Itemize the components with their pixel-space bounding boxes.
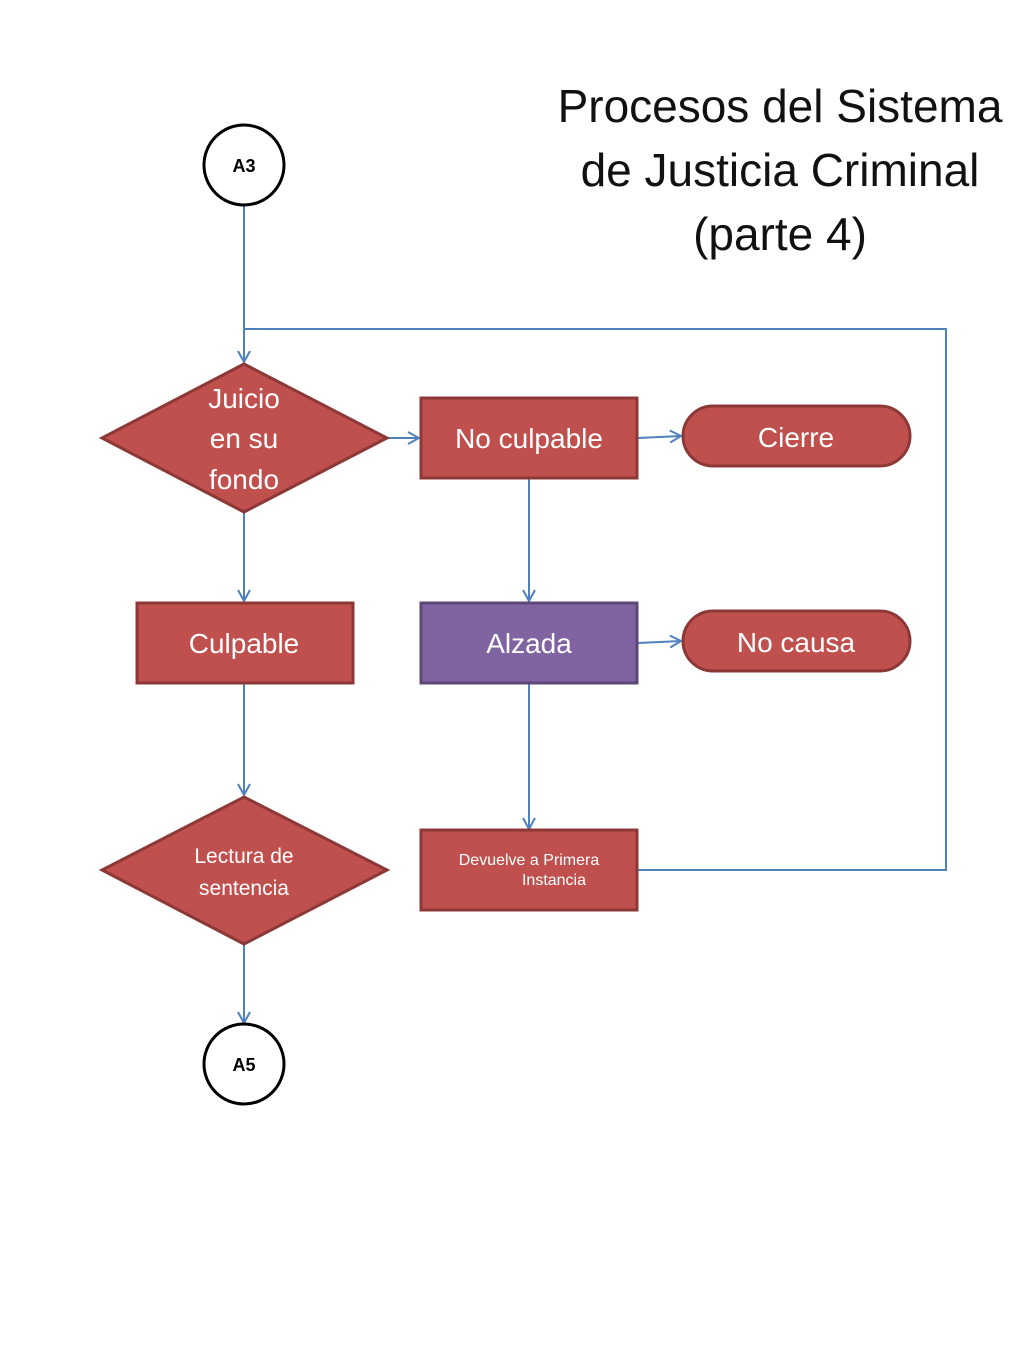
process-no-culpable: No culpable [419, 396, 639, 480]
culpable-label: Culpable [189, 628, 300, 659]
lectura-label-line-2: sentencia [199, 877, 289, 900]
process-devuelve: Devuelve a Primera Instancia [419, 828, 639, 912]
no-causa-label: No causa [737, 627, 856, 658]
title-line-3: (parte 4) [693, 208, 867, 260]
arrow-no-culpable-to-cierre [637, 436, 681, 438]
decision-lectura: Lectura de sentencia [98, 795, 391, 946]
connector-a5: A5 [202, 1022, 286, 1106]
title-line-2: de Justicia Criminal [581, 144, 980, 196]
connector-a3: A3 [202, 123, 286, 207]
devuelve-label-line-2: Instancia [522, 872, 586, 889]
decision-juicio: Juicio en su fondo [98, 362, 391, 514]
title-line-1: Procesos del Sistema [558, 80, 1003, 132]
cierre-label: Cierre [758, 422, 834, 453]
flow-arrows [244, 206, 947, 1023]
arrow-alzada-to-no-causa [637, 641, 681, 643]
terminator-cierre: Cierre [681, 404, 912, 468]
page-title: Procesos del Sistema de Justicia Crimina… [558, 80, 1003, 260]
lectura-label-line-1: Lectura de [194, 845, 293, 868]
no-culpable-label: No culpable [455, 423, 603, 454]
juicio-label-line-2: en su [210, 423, 279, 454]
process-alzada: Alzada [419, 601, 639, 685]
terminator-no-causa: No causa [681, 609, 912, 673]
arrow-devuelve-loop-back [244, 328, 947, 871]
juicio-label-line-1: Juicio [208, 383, 280, 414]
connector-a5-label: A5 [232, 1055, 255, 1075]
connector-a3-label: A3 [232, 156, 255, 176]
process-culpable: Culpable [135, 601, 355, 685]
alzada-label: Alzada [486, 628, 572, 659]
devuelve-label-line-1: Devuelve a Primera [459, 852, 600, 869]
juicio-label-line-3: fondo [209, 464, 279, 495]
